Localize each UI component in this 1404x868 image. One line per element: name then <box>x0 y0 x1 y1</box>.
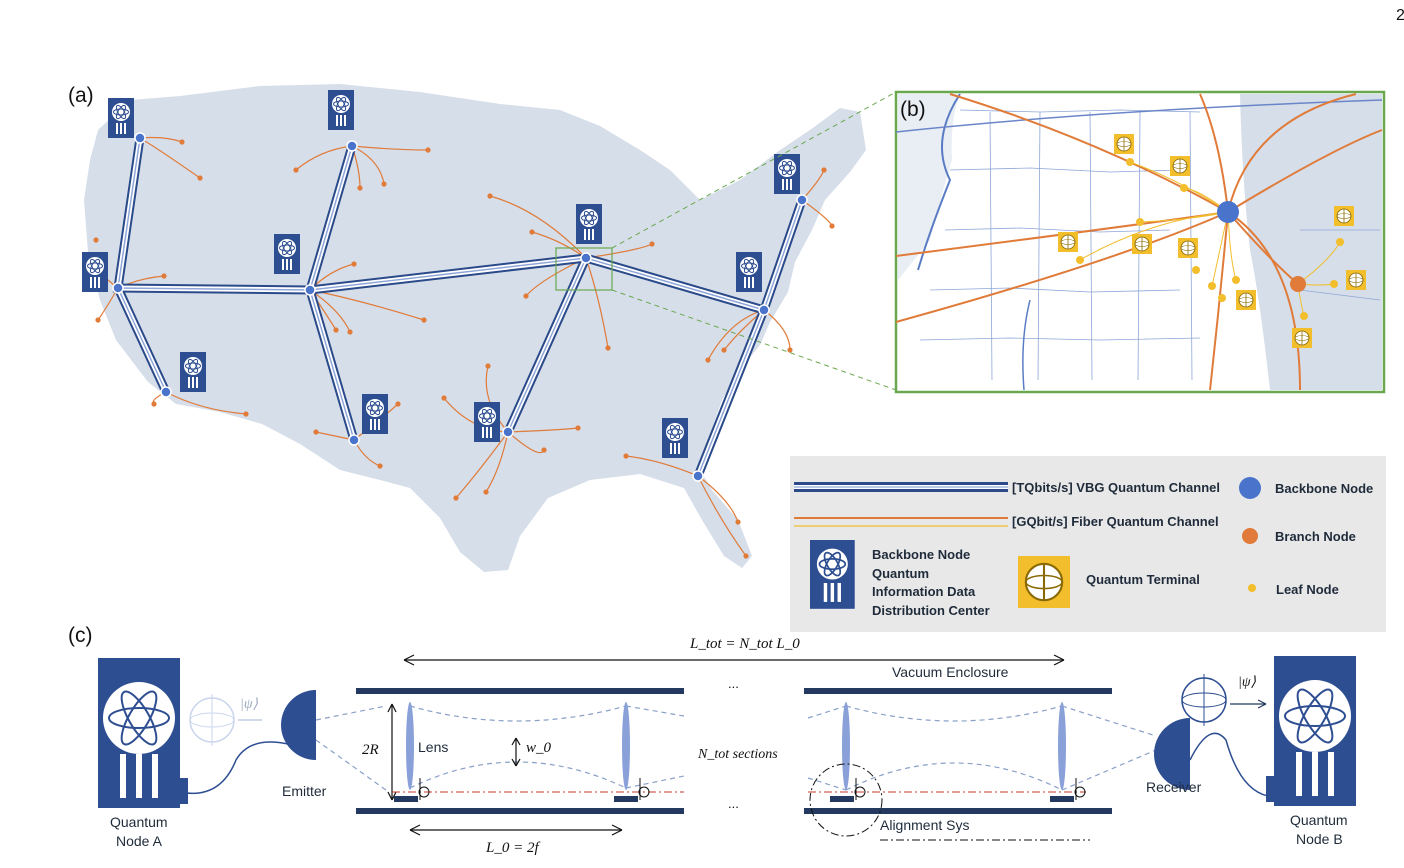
l-tot-label: L_tot = N_tot L_0 <box>689 636 800 652</box>
node-a-line1: Quantum <box>110 814 168 830</box>
receiver-label: Receiver <box>1146 779 1202 795</box>
atom-datacenter-icon <box>661 417 689 459</box>
panel-label-b: (b) <box>900 98 926 121</box>
legend-vbg-label: [TQbits/s] VBG Quantum Channel <box>1012 480 1220 495</box>
w0-label: w_0 <box>526 740 552 756</box>
lens-label: Lens <box>418 739 448 755</box>
atom-datacenter-icon <box>179 351 207 393</box>
quantum-terminal-icon <box>1177 237 1199 259</box>
legend-datacenter-line4: Distribution Center <box>872 603 990 618</box>
lens-3 <box>842 702 850 790</box>
zoom-box <box>555 247 613 291</box>
sections-label: N_tot sections <box>697 747 778 762</box>
alignment-highlight <box>809 763 883 837</box>
legend-branch-label: Branch Node <box>1275 529 1356 544</box>
psi-right: |ψ⟩ <box>1238 675 1257 690</box>
bloch-sphere-left-icon <box>189 694 235 746</box>
panel-label-c: (c) <box>68 624 93 647</box>
node-b-line1: Quantum <box>1290 812 1348 828</box>
atom-datacenter-icon <box>107 97 135 139</box>
atom-datacenter-icon <box>327 89 355 131</box>
panel-label-a: (a) <box>68 84 94 107</box>
lens-4 <box>1058 702 1066 790</box>
legend-branch-dot <box>1242 528 1258 544</box>
legend-leaf-label: Leaf Node <box>1276 582 1339 597</box>
inset-b <box>894 90 1386 394</box>
node-b-line2: Node B <box>1296 831 1343 847</box>
enclosure-wall-top-left <box>356 688 684 694</box>
atom-datacenter-icon <box>735 251 763 293</box>
bloch-sphere-right-icon <box>1181 674 1227 726</box>
backbone-nodes <box>112 132 808 482</box>
quantum-terminal-icon <box>1235 289 1257 311</box>
alignment-label: Alignment Sys <box>880 817 969 833</box>
node-a-line2: Node A <box>116 833 163 849</box>
legend-backbone-label: Backbone Node <box>1275 481 1373 496</box>
lens-2 <box>622 702 630 790</box>
beam-path <box>315 705 1157 791</box>
atom-datacenter-icon <box>81 251 109 293</box>
psi-left: |ψ⟩ <box>240 697 259 712</box>
legend-terminal-label: Quantum Terminal <box>1086 572 1200 587</box>
legend-datacenter-icon <box>809 539 856 610</box>
atom-datacenter-icon <box>273 233 301 275</box>
quantum-terminal-icon <box>1291 327 1313 349</box>
dots-top: ... <box>728 676 739 691</box>
legend-datacenter-line3: Information Data <box>872 584 976 599</box>
enclosure-wall-bottom-right <box>804 808 1112 814</box>
receiver <box>1154 718 1190 790</box>
quantum-terminal-icon <box>1057 231 1079 253</box>
quantum-terminal-icon <box>1345 269 1367 291</box>
enclosure-wall-bottom-left <box>356 808 684 814</box>
alignment-stages <box>394 778 1086 802</box>
quantum-terminal-icon <box>1169 155 1191 177</box>
atom-datacenter-icon <box>773 153 801 195</box>
page-number: 2 <box>1396 7 1404 24</box>
quantum-terminal-icon <box>1113 133 1135 155</box>
branch-node-inset <box>1290 276 1306 292</box>
atom-datacenter-icon <box>361 393 389 435</box>
two-r-label: 2R <box>362 742 379 758</box>
emitter-label: Emitter <box>282 783 327 799</box>
l0-label: L_0 = 2f <box>485 840 540 856</box>
quantum-node-a <box>98 658 188 808</box>
legend-terminal-icon <box>1016 554 1072 610</box>
dots-bottom: ... <box>728 796 739 811</box>
legend-fiber-label: [GQbit/s] Fiber Quantum Channel <box>1012 514 1219 529</box>
vacuum-label: Vacuum Enclosure <box>892 664 1009 680</box>
legend: [TQbits/s] VBG Quantum Channel [GQbit/s]… <box>790 456 1386 632</box>
emitter <box>281 690 316 760</box>
enclosure-wall-top-right <box>804 688 1112 694</box>
atom-datacenter-icon <box>473 401 501 443</box>
legend-backbone-dot <box>1239 477 1261 499</box>
atom-datacenter-icon <box>575 203 603 245</box>
legend-datacenter-line1: Backbone Node <box>872 547 970 562</box>
vbg-backbone <box>112 133 807 481</box>
backbone-node-inset <box>1217 201 1239 223</box>
leaf-dots <box>93 139 835 559</box>
legend-datacenter-line2: Quantum <box>872 566 929 581</box>
quantum-terminal-icon <box>1131 233 1153 255</box>
quantum-node-b <box>1266 656 1356 806</box>
legend-leaf-dot <box>1248 584 1256 592</box>
us-landmass <box>84 84 866 572</box>
lens-1 <box>406 702 414 790</box>
quantum-terminal-icon <box>1333 205 1355 227</box>
